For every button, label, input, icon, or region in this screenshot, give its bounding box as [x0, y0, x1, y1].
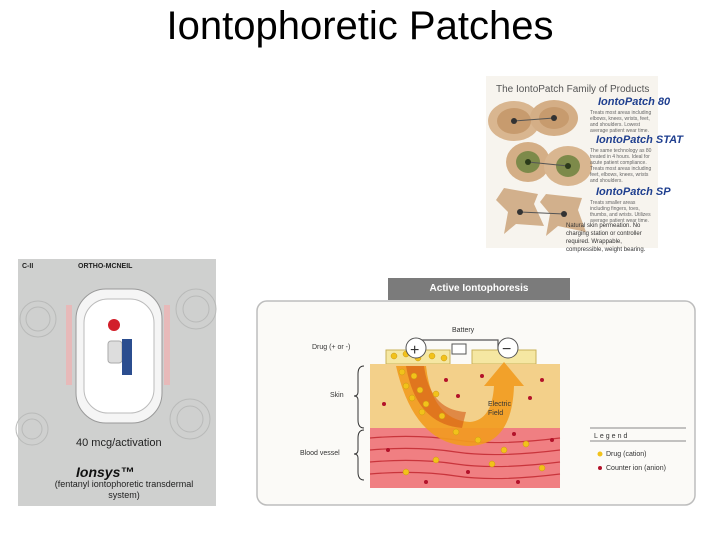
dose-label: 40 mcg/activation — [76, 437, 162, 449]
blood-vessel-label: Blood vessel — [300, 450, 340, 457]
iontopatch-family-image: The IontoPatch Family of Products IontoP… — [486, 76, 683, 253]
product-name-80: IontoPatch 80 — [598, 96, 671, 108]
family-header: The IontoPatch Family of Products — [496, 84, 650, 95]
plus-sign: + — [410, 342, 420, 359]
product-name-stat: IontoPatch STAT — [596, 134, 683, 146]
drug-label: Drug (+ or -) — [312, 344, 351, 351]
company-name: ORTHO-MCNEIL — [78, 263, 133, 270]
ionsys-product-image: C-II ORTHO-MCNEIL 40 mcg/activation Ions… — [15, 259, 217, 506]
slide-title: Iontophoretic Patches — [166, 4, 554, 48]
legend-counter-ion-label: Counter ion (anion) — [606, 465, 666, 472]
legend-drug-label: Drug (cation) — [606, 451, 647, 458]
electric-field-label: Electric Field — [488, 401, 511, 417]
brand-name: Ionsys™ — [76, 464, 135, 480]
battery-label: Battery — [452, 327, 475, 334]
ionsys-device-illustration — [15, 288, 217, 446]
family-footer: Natural skin permeation. No charging sta… — [566, 223, 646, 253]
product-desc-stat: The same technology as 80 treated in 4 h… — [590, 148, 652, 184]
minus-sign: − — [502, 341, 512, 358]
product-name-sp: IontoPatch SP — [596, 186, 671, 198]
iontophoresis-diagram — [256, 300, 696, 506]
schedule-class: C-II — [22, 263, 34, 270]
brand-subtitle: (fentanyl iontophoretic transdermal syst… — [54, 479, 194, 500]
product-desc-sp: Treats smaller areas including fingers, … — [590, 200, 651, 224]
product-desc-80: Treats most areas including elbows, knee… — [590, 110, 652, 134]
diagram-title: Active Iontophoresis — [388, 278, 570, 300]
patch-illustrations — [488, 100, 592, 236]
legend-title: Legend — [594, 433, 630, 440]
skin-label: Skin — [330, 392, 344, 399]
